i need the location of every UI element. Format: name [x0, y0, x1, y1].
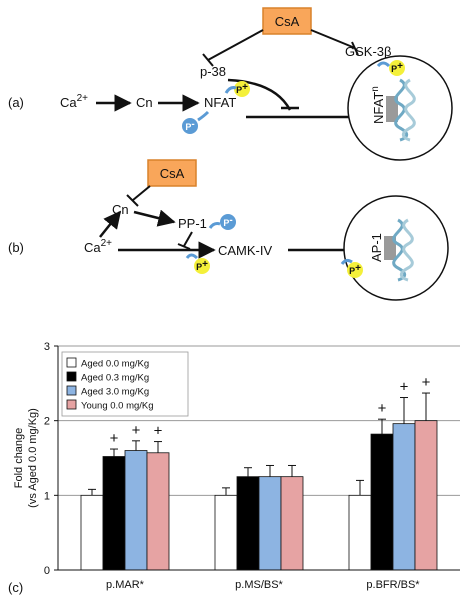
- cn-label-a: Cn: [136, 95, 153, 110]
- legend-label: Aged 0.0 mg/Kg: [81, 359, 149, 370]
- x-tick-label: p.MS/BS*: [235, 579, 283, 591]
- phospho-link-nfat: [197, 110, 210, 122]
- phospho-link-pp1: [208, 222, 221, 229]
- dna-strand-a2: [401, 78, 416, 142]
- inhibit-p38-curve: [227, 78, 292, 111]
- y-tick-label: 3: [44, 341, 50, 353]
- csa-label-a: CsA: [275, 14, 300, 29]
- bar: [124, 450, 148, 571]
- bar: [236, 476, 260, 571]
- significance-marker: +: [378, 400, 387, 417]
- phospho-link-p38: [224, 86, 237, 94]
- phospho-minus-nfat: [182, 118, 198, 134]
- inhibit-bar-camk: [177, 243, 191, 250]
- significance-marker: +: [400, 379, 409, 396]
- calcium-label-a: Ca2+: [60, 93, 88, 110]
- bar: [348, 494, 372, 571]
- panel-label-b: (b): [8, 240, 24, 255]
- legend-label: Aged 0.3 mg/Kg: [81, 373, 149, 384]
- bar: [80, 494, 104, 571]
- bar: [370, 433, 394, 571]
- pp1-label: PP-1: [178, 216, 207, 231]
- phospho-plus-camk-text: P+: [196, 259, 208, 272]
- calcium-label-b: Ca2+: [84, 238, 112, 255]
- legend-label: Aged 3.0 mg/Kg: [81, 387, 149, 398]
- phospho-link-gsk: [376, 61, 391, 68]
- y-tick-label: 0: [44, 565, 50, 577]
- bar: [414, 420, 438, 571]
- phospho-minus-nfat-text: P-: [185, 119, 194, 132]
- phospho-minus-pp1-text: P-: [223, 215, 232, 228]
- phospho-link-ap1: [340, 258, 353, 265]
- significance-marker: +: [422, 374, 431, 391]
- bar: [280, 476, 304, 571]
- inhibit-csa-cn: [132, 185, 151, 201]
- cn-label-b: Cn: [112, 202, 129, 217]
- bar: [258, 476, 282, 571]
- y-tick-label: 2: [44, 416, 50, 428]
- bar: [392, 423, 416, 571]
- inhibit-bar-gsk: [351, 41, 359, 56]
- phospho-plus-camk: [194, 258, 210, 274]
- arrow-ca-cn-b: [99, 210, 122, 238]
- inhibit-bar-cn: [126, 194, 139, 207]
- nucleus-a: [347, 55, 453, 161]
- phospho-plus-gsk: [389, 60, 405, 76]
- panel-label-a: (a): [8, 95, 24, 110]
- dna-strand-b2: [399, 218, 414, 282]
- y-axis-label: Fold change(vs Aged 0.0 mg/Kg): [13, 408, 39, 508]
- nfat-bound-block: [386, 96, 398, 122]
- csa-box-b: [147, 159, 197, 187]
- significance-marker: +: [132, 422, 141, 439]
- phospho-plus-p38: [234, 81, 250, 97]
- significance-marker: +: [154, 423, 163, 440]
- inhibit-bar-p38: [202, 53, 214, 67]
- x-tick-label: p.MAR*: [106, 579, 145, 591]
- camk-label: CAMK-IV: [218, 243, 273, 258]
- phospho-plus-p38-text: P+: [236, 82, 248, 95]
- phospho-plus-ap1: [347, 262, 363, 278]
- inhibit-csa-p38: [207, 29, 264, 61]
- pathway-b: (b) CsA Ca2+ Cn PP-1 CAMK-IV P- P+ AP-1 …: [8, 159, 449, 301]
- legend-swatch: [66, 371, 77, 382]
- gsk-label: GSK-3β: [345, 44, 392, 59]
- panel-label-c: (c): [8, 580, 23, 595]
- phospho-plus-ap1-text: P+: [349, 263, 361, 276]
- bar: [146, 452, 170, 571]
- ap1-bound-block: [384, 236, 396, 260]
- csa-box-a: [262, 7, 312, 35]
- y-tick-label: 1: [44, 490, 50, 502]
- legend-label: Young 0.0 mg/Kg: [81, 401, 154, 412]
- bar: [102, 456, 126, 571]
- phospho-plus-gsk-text: P+: [391, 61, 403, 74]
- significance-marker: +: [110, 430, 119, 447]
- bar: [214, 494, 238, 571]
- chart-bars: + + + + + +: [80, 374, 438, 571]
- legend-swatch: [66, 357, 77, 368]
- phospho-minus-pp1: [220, 214, 236, 230]
- legend-box: [61, 351, 189, 417]
- legend-swatch: [66, 399, 77, 410]
- p38-label: p-38: [200, 64, 226, 79]
- arrow-cn-pp1: [133, 209, 176, 227]
- csa-label-b: CsA: [160, 166, 185, 181]
- ap1-label: AP-1: [369, 233, 384, 262]
- legend-swatch: [66, 385, 77, 396]
- nfat-label-a: NFAT: [204, 95, 236, 110]
- phospho-link-camk: [185, 253, 199, 260]
- pathway-a: (a) CsA Ca2+ Cn NFAT p-38 GSK-3β P+ P-: [8, 7, 453, 161]
- nfat-nuclear-label: NFATn: [370, 86, 386, 124]
- inhibit-pp1-camk: [183, 231, 193, 247]
- inhibit-csa-gsk: [310, 29, 356, 49]
- x-tick-label: p.BFR/BS*: [366, 579, 420, 591]
